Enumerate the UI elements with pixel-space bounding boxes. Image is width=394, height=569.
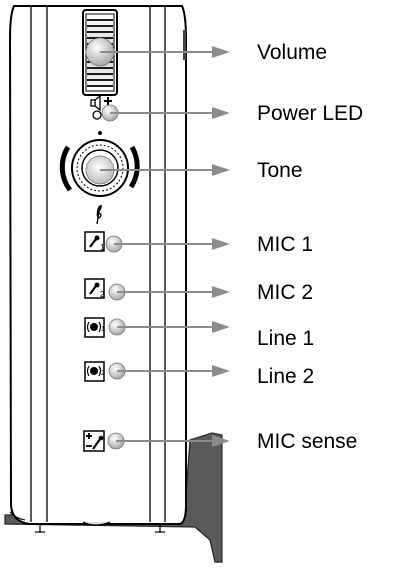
label-volume: Volume (257, 41, 327, 64)
treble-clef-icon (96, 204, 102, 225)
callout-arrows (100, 46, 230, 447)
callout-labels: Volume Power LED Tone MIC 1 MIC 2 Line 1… (257, 41, 363, 453)
mic2-arrow (117, 286, 230, 298)
speaker-plus-icon (90, 94, 112, 112)
svg-text:1: 1 (100, 243, 105, 252)
line-in-1-icon: 1 (86, 321, 105, 333)
label-mic1: MIC 1 (257, 233, 313, 256)
svg-text:2: 2 (100, 290, 105, 299)
tone-knob[interactable] (59, 131, 140, 197)
mic-sense-icon (86, 433, 104, 450)
mic-sense-button[interactable] (83, 430, 125, 452)
line-in-2-icon: 2 (86, 365, 105, 377)
label-tone: Tone (257, 159, 303, 182)
label-line2: Line 2 (257, 365, 314, 388)
label-mic-sense: MIC sense (257, 430, 357, 453)
line2-button[interactable]: 2 (84, 361, 126, 382)
svg-text:1: 1 (101, 326, 105, 333)
speaker-body (8, 5, 187, 533)
label-mic2: MIC 2 (257, 281, 313, 304)
svg-text:2: 2 (101, 370, 105, 377)
tone-arrow (100, 164, 230, 176)
mic-sense-arrow (116, 435, 230, 447)
label-line1: Line 1 (257, 327, 314, 350)
label-power-led: Power LED (257, 102, 363, 125)
line1-button[interactable]: 1 (84, 317, 126, 338)
power-led-arrow (110, 107, 230, 119)
microphone-1-icon: 1 (89, 235, 105, 252)
volume-wheel[interactable] (82, 9, 118, 96)
line2-arrow (117, 365, 230, 377)
mic1-button[interactable]: 1 (84, 231, 123, 253)
mic1-arrow (114, 238, 230, 250)
line1-arrow (117, 321, 230, 333)
volume-arrow (100, 46, 230, 58)
microphone-2-icon: 2 (89, 282, 105, 299)
